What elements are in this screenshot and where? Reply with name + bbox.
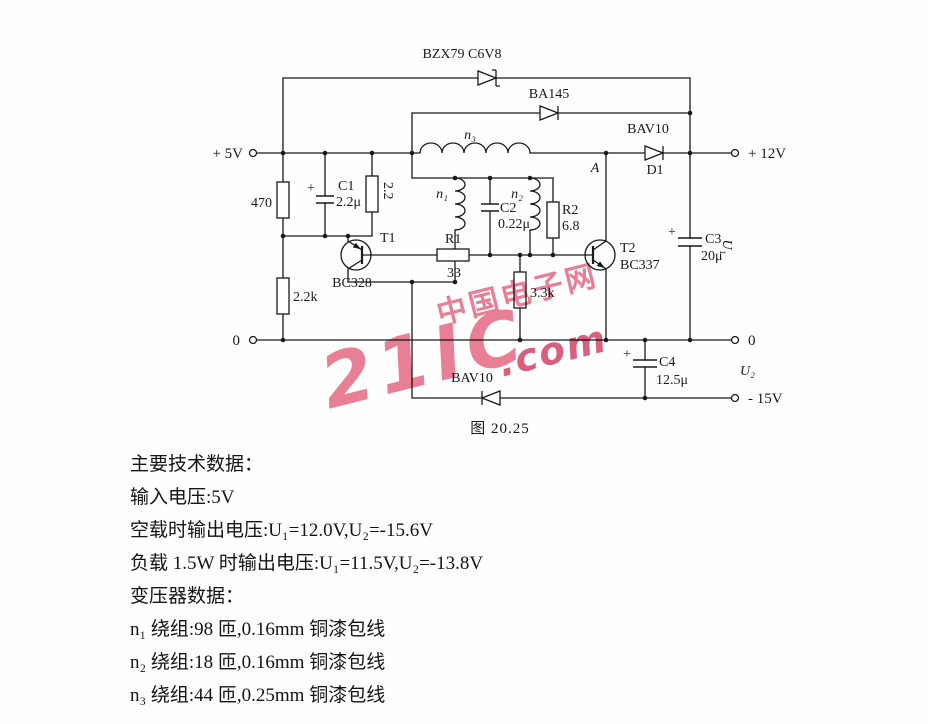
- circuit-diagram: BZX79 C6V8 BA145 BAV10 D1 n₃ A + 5V + 12…: [212, 47, 786, 437]
- t2-emitter-arrow: [596, 261, 605, 269]
- capacitor-c3: [678, 237, 702, 247]
- resistor-3.3k: [513, 271, 527, 309]
- ba145-label: BA145: [529, 87, 569, 102]
- resistor-r1: [436, 248, 470, 262]
- gnd-left-label: 0: [233, 333, 241, 349]
- t1-label: T1: [380, 231, 396, 246]
- spec-noload-output: 空载时输出电压:U₁=12.0V,U₂=-15.6V: [130, 520, 433, 541]
- vout2-label: - 15V: [748, 391, 783, 407]
- r1-label: R1: [445, 232, 461, 247]
- c2-value: 0.22μ: [498, 217, 530, 232]
- t1-part-label: BC328: [332, 276, 372, 291]
- resistor-470: [276, 181, 290, 219]
- n1-label: n₁: [436, 187, 448, 202]
- technical-data: 主要技术数据： 输入电压:5V 空载时输出电压:U₁=12.0V,U₂=-15.…: [130, 448, 483, 712]
- c3-value: 20μ: [701, 249, 723, 264]
- vin-label: + 5V: [212, 146, 243, 162]
- u2-label: U₂: [740, 364, 755, 379]
- t2-label: T2: [620, 241, 636, 256]
- t2-part-label: BC337: [620, 258, 660, 273]
- diode-bav10-bottom: [480, 390, 501, 406]
- vout1-label: + 12V: [748, 146, 786, 162]
- r1-value: 33: [447, 266, 461, 281]
- capacitor-c1: [316, 195, 334, 204]
- resistor-2.2k: [276, 277, 290, 315]
- node-a-label: A: [590, 161, 600, 176]
- r470-label: 470: [251, 196, 272, 211]
- c4-plus: +: [623, 347, 631, 362]
- t1-emitter-arrow: [352, 242, 361, 250]
- c4-value: 12.5μ: [656, 373, 688, 388]
- spec-input-voltage: 输入电压:5V: [130, 487, 235, 508]
- r3.3k-label: 3.3k: [530, 286, 555, 301]
- spec-winding-n1: n₁ 绕组:98 匝,0.16mm 铜漆包线: [130, 619, 386, 640]
- r2-value: 6.8: [562, 219, 580, 234]
- resistor-r2: [546, 201, 560, 239]
- resistors: [276, 175, 560, 315]
- diode-ba145: [539, 105, 560, 121]
- c1-label: C1: [338, 179, 354, 194]
- c3-plus: +: [668, 225, 676, 240]
- zener-label: BZX79 C6V8: [423, 47, 502, 62]
- terminal-neg15v: [730, 393, 740, 403]
- spec-winding-n2: n₂ 绕组:18 匝,0.16mm 铜漆包线: [130, 652, 386, 673]
- junction-dots: [280, 110, 693, 401]
- terminals: [248, 148, 740, 403]
- n2-label: n₂: [511, 187, 523, 202]
- resistor-2.2: [365, 175, 379, 213]
- d1-label: D1: [646, 163, 663, 178]
- u1-label: U₁: [719, 240, 734, 255]
- r2-label: R2: [562, 203, 578, 218]
- bav10-bottom-label: BAV10: [451, 371, 493, 386]
- terminal-0-right: [730, 335, 740, 345]
- terminal-12v: [730, 148, 740, 158]
- r2.2k-label: 2.2k: [293, 290, 318, 305]
- figure-caption: 图 20.25: [470, 420, 530, 437]
- transformer-data-title: 变压器数据：: [130, 586, 245, 607]
- r2.2-label: 2.2: [380, 182, 395, 200]
- diode-zener-bzx79: [477, 69, 500, 87]
- gnd-right-label: 0: [748, 333, 756, 349]
- terminal-0-left: [248, 335, 258, 345]
- c3-label: C3: [705, 232, 721, 247]
- winding-n3: [419, 142, 531, 154]
- terminal-5v: [248, 148, 258, 158]
- spec-load-output: 负载 1.5W 时输出电压:U₁=11.5V,U₂=-13.8V: [130, 553, 484, 574]
- c1-plus: +: [307, 181, 315, 196]
- capacitors: [316, 195, 702, 368]
- c4-label: C4: [659, 355, 675, 370]
- diodes: [477, 69, 665, 406]
- winding-n1: [454, 177, 466, 231]
- capacitor-c4: [633, 359, 657, 368]
- spec-winding-n3: n₃ 绕组:44 匝,0.25mm 铜漆包线: [130, 685, 386, 706]
- specs-title: 主要技术数据：: [130, 454, 264, 475]
- capacitor-c2: [481, 203, 499, 212]
- c1-value: 2.2μ: [336, 195, 361, 210]
- n3-label: n₃: [464, 128, 476, 143]
- bav10-top-label: BAV10: [627, 122, 669, 137]
- diode-d1-bav10: [644, 145, 665, 161]
- transistor-t2: [584, 153, 616, 340]
- winding-n2: [529, 177, 541, 231]
- c2-label: C2: [500, 201, 516, 216]
